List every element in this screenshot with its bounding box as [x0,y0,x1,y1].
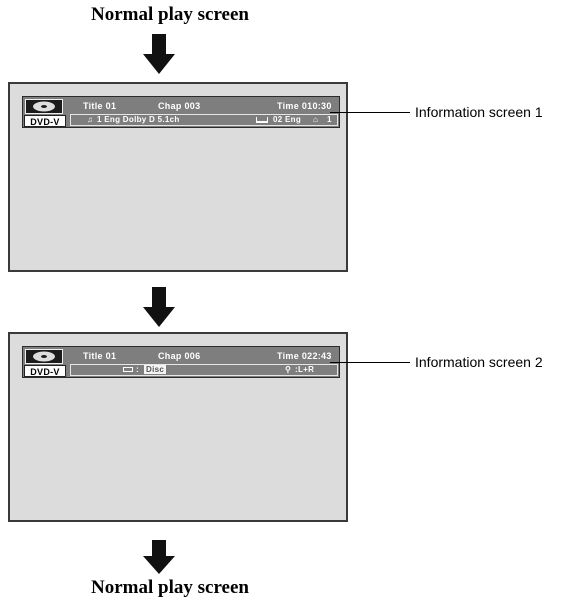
repeat-label: : [136,365,139,374]
info-row-2-frame [70,114,338,126]
repeat-icon [123,367,133,372]
callout-line-2 [330,362,410,363]
callout-information-screen-1: Information screen 1 [415,104,543,120]
audio-channel: :L+R [295,365,315,374]
elapsed-time: Time 022:43 [277,351,332,361]
heading-normal-play-top: Normal play screen [91,4,249,25]
audio-channel-icon: ⚲ [285,365,292,374]
down-arrow-icon [143,34,175,74]
audio-icon: ♫ [87,115,94,124]
elapsed-time: Time 010:30 [277,101,332,111]
chapter-number: Chap 003 [158,101,201,111]
disc-type-label: DVD-V [24,365,66,377]
callout-line-1 [330,112,410,113]
disc-type-label: DVD-V [24,115,66,127]
title-number: Title 01 [83,101,117,111]
info-row-2-frame [70,364,338,376]
camera-angle: 1 [327,115,332,124]
info-bar-1: DVD-V Title 01 Chap 003 Time 010:30 ♫ 1 … [22,96,340,128]
down-arrow-icon [143,287,175,327]
chapter-number: Chap 006 [158,351,201,361]
audio-track: 1 Eng Dolby D 5.1ch [97,115,180,124]
title-number: Title 01 [83,351,117,361]
callout-information-screen-2: Information screen 2 [415,354,543,370]
camera-angle-icon: ⌂ [313,115,319,124]
tv-screen-1: DVD-V Title 01 Chap 003 Time 010:30 ♫ 1 … [8,82,348,272]
subtitle-track: 02 Eng [273,115,302,124]
subtitle-icon [256,117,268,123]
info-bar-2: DVD-V Title 01 Chap 006 Time 022:43 : Di… [22,346,340,378]
heading-normal-play-bottom: Normal play screen [91,577,249,598]
repeat-mode: Disc [144,365,167,374]
tv-screen-2: DVD-V Title 01 Chap 006 Time 022:43 : Di… [8,332,348,522]
disc-icon [25,99,63,114]
disc-icon [25,349,63,364]
down-arrow-icon [143,540,175,574]
